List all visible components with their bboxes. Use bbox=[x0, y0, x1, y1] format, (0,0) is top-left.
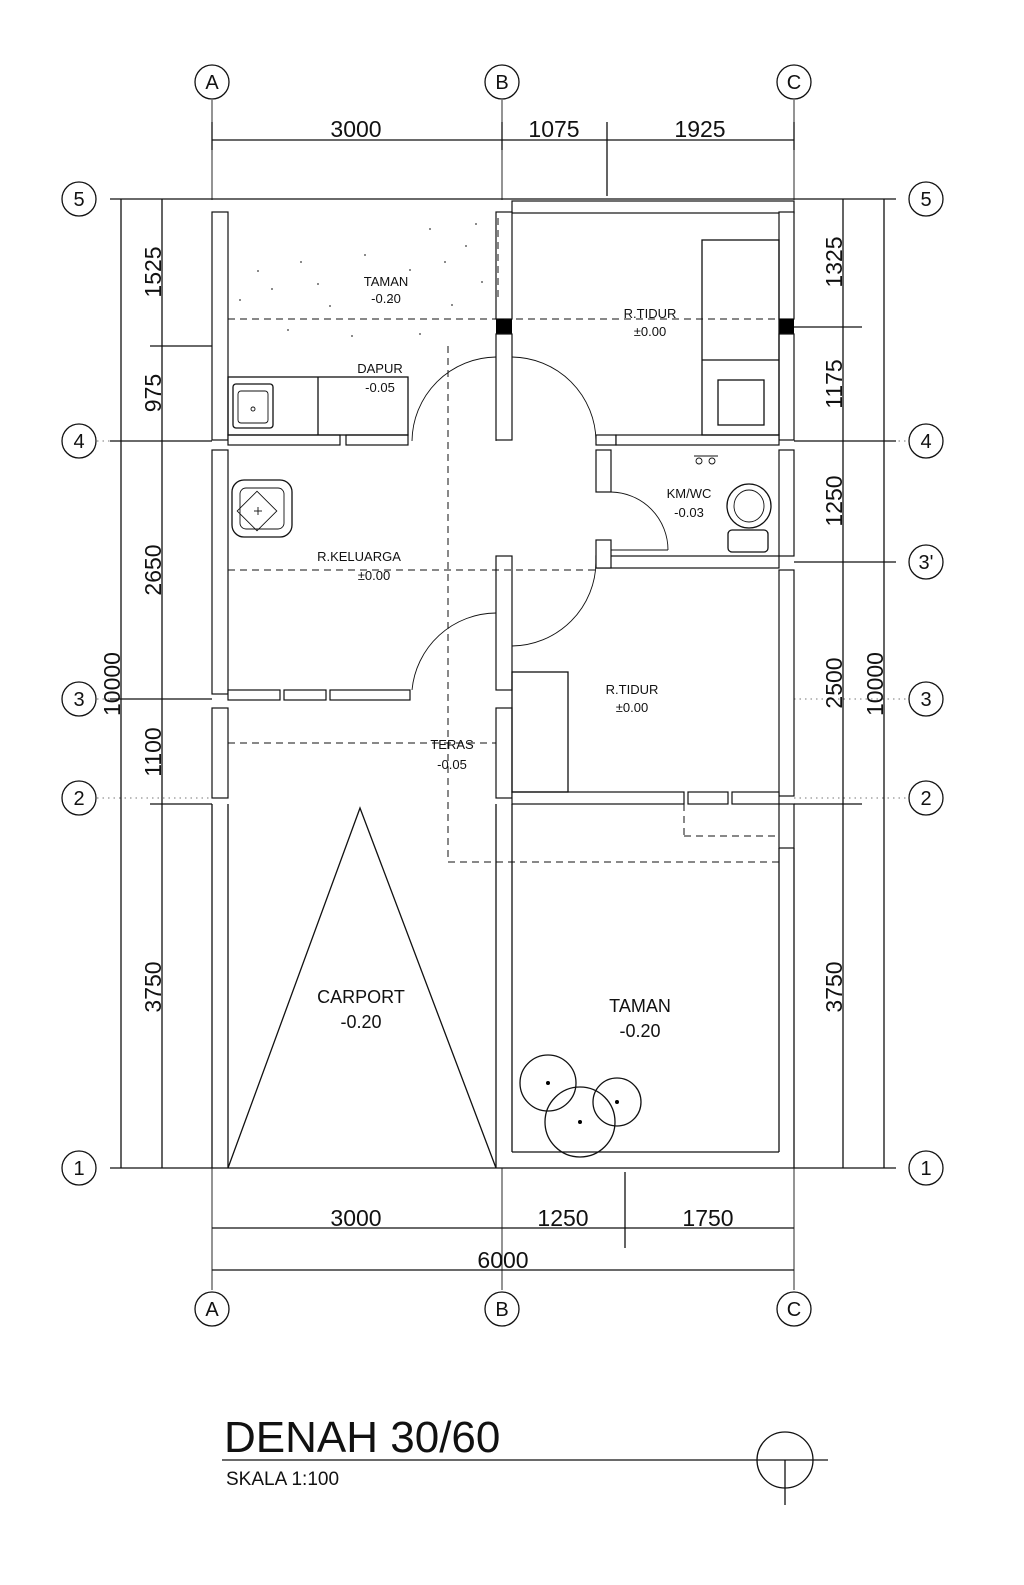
room-taman-top-name: TAMAN bbox=[364, 274, 409, 289]
dim-right-total: 10000 bbox=[862, 652, 888, 716]
tree-shrubs bbox=[519, 1054, 642, 1158]
dimension-left: 1525 975 2650 1100 3750 10000 bbox=[99, 198, 212, 1169]
dim-top-2: 1075 bbox=[528, 116, 579, 142]
grid-bubble-4-left: 4 bbox=[61, 423, 97, 459]
svg-text:3: 3 bbox=[73, 689, 84, 711]
dim-left-total: 10000 bbox=[99, 652, 125, 716]
grid-bubble-2-left: 2 bbox=[61, 780, 97, 816]
dim-right-4: 2500 bbox=[821, 657, 847, 708]
title-block: DENAH 30/60 SKALA 1:100 bbox=[222, 1413, 828, 1505]
dimension-right: 1325 1175 1250 2500 3750 10000 bbox=[794, 198, 896, 1169]
svg-text:4: 4 bbox=[73, 431, 84, 453]
dim-left-1: 1525 bbox=[140, 246, 166, 297]
grid-bubble-3-left: 3 bbox=[61, 681, 97, 717]
svg-text:C: C bbox=[787, 72, 801, 94]
grid-bubble-a-top: A bbox=[194, 64, 230, 100]
grid-bubble-5-right: 5 bbox=[908, 181, 944, 217]
room-tidur-mid-level: ±0.00 bbox=[616, 700, 648, 715]
svg-text:A: A bbox=[205, 1299, 219, 1321]
grid-bubble-b-top: B bbox=[484, 64, 520, 100]
dim-top-3: 1925 bbox=[674, 116, 725, 142]
grid-bubble-1-left: 1 bbox=[61, 1150, 97, 1186]
svg-text:5: 5 bbox=[920, 189, 931, 211]
svg-text:A: A bbox=[205, 72, 219, 94]
grid-bubble-1-right: 1 bbox=[908, 1150, 944, 1186]
grid-bubbles: A B C A B C 5 4 bbox=[61, 64, 944, 1327]
grid-bubble-c-top: C bbox=[776, 64, 812, 100]
dim-top-1: 3000 bbox=[330, 116, 381, 142]
room-keluarga-level: ±0.00 bbox=[358, 568, 390, 583]
room-kmwc-level: -0.03 bbox=[674, 505, 704, 520]
room-kmwc-name: KM/WC bbox=[667, 486, 712, 501]
dim-right-5: 3750 bbox=[821, 961, 847, 1012]
svg-text:3: 3 bbox=[920, 689, 931, 711]
room-dapur-name: DAPUR bbox=[357, 361, 403, 376]
svg-text:5: 5 bbox=[73, 189, 84, 211]
svg-text:1: 1 bbox=[73, 1158, 84, 1180]
room-carport-name: CARPORT bbox=[317, 987, 405, 1007]
svg-text:1: 1 bbox=[920, 1158, 931, 1180]
scale-label: SKALA 1:100 bbox=[226, 1469, 339, 1490]
grid-bubble-a-bottom: A bbox=[194, 1291, 230, 1327]
svg-text:C: C bbox=[787, 1299, 801, 1321]
svg-text:3': 3' bbox=[919, 552, 934, 574]
dim-left-3: 2650 bbox=[140, 544, 166, 595]
dim-left-4: 1100 bbox=[140, 727, 166, 776]
dimension-top: 3000 1075 1925 bbox=[211, 116, 795, 196]
grid-bubble-3-right: 3 bbox=[908, 681, 944, 717]
dim-bottom-3: 1750 bbox=[682, 1205, 733, 1231]
dim-right-2: 1175 bbox=[821, 359, 847, 408]
svg-text:2: 2 bbox=[73, 788, 84, 810]
dimension-bottom: 3000 1250 1750 6000 bbox=[212, 1172, 794, 1273]
room-carport-level: -0.20 bbox=[340, 1012, 381, 1032]
dim-bottom-2: 1250 bbox=[537, 1205, 588, 1231]
room-taman-bottom-level: -0.20 bbox=[619, 1021, 660, 1041]
dim-right-1: 1325 bbox=[821, 236, 847, 287]
grid-bubble-4-right: 4 bbox=[908, 423, 944, 459]
room-tidur-top-level: ±0.00 bbox=[634, 324, 666, 339]
svg-text:B: B bbox=[495, 1299, 508, 1321]
svg-text:4: 4 bbox=[920, 431, 931, 453]
grid-bubble-2-right: 2 bbox=[908, 780, 944, 816]
svg-text:B: B bbox=[495, 72, 508, 94]
dim-right-3: 1250 bbox=[821, 475, 847, 526]
building-walls bbox=[211, 198, 795, 1169]
grid-bubble-5-left: 5 bbox=[61, 181, 97, 217]
grid-bubble-b-bottom: B bbox=[484, 1291, 520, 1327]
room-taman-bottom-name: TAMAN bbox=[609, 996, 671, 1016]
room-dapur-level: -0.05 bbox=[365, 380, 395, 395]
dim-bottom-total: 6000 bbox=[477, 1247, 528, 1273]
room-taman-top-level: -0.20 bbox=[371, 291, 401, 306]
grid-bubble-3prime-right: 3' bbox=[908, 544, 944, 580]
dim-left-5: 3750 bbox=[140, 961, 166, 1012]
room-labels: TAMAN -0.20 DAPUR -0.05 R.TIDUR ±0.00 KM… bbox=[317, 274, 711, 1041]
room-tidur-mid-name: R.TIDUR bbox=[606, 682, 659, 697]
room-tidur-top-name: R.TIDUR bbox=[624, 306, 677, 321]
north-arrow-icon bbox=[756, 1431, 814, 1505]
garden-stipple bbox=[239, 223, 483, 337]
dim-left-2: 975 bbox=[140, 374, 166, 412]
page-title: DENAH 30/60 bbox=[224, 1413, 500, 1462]
room-keluarga-name: R.KELUARGA bbox=[317, 549, 401, 564]
dim-bottom-1: 3000 bbox=[330, 1205, 381, 1231]
grid-bubble-c-bottom: C bbox=[776, 1291, 812, 1327]
room-teras-level: -0.05 bbox=[437, 757, 467, 772]
room-teras-name: TERAS bbox=[430, 737, 474, 752]
svg-text:2: 2 bbox=[920, 788, 931, 810]
